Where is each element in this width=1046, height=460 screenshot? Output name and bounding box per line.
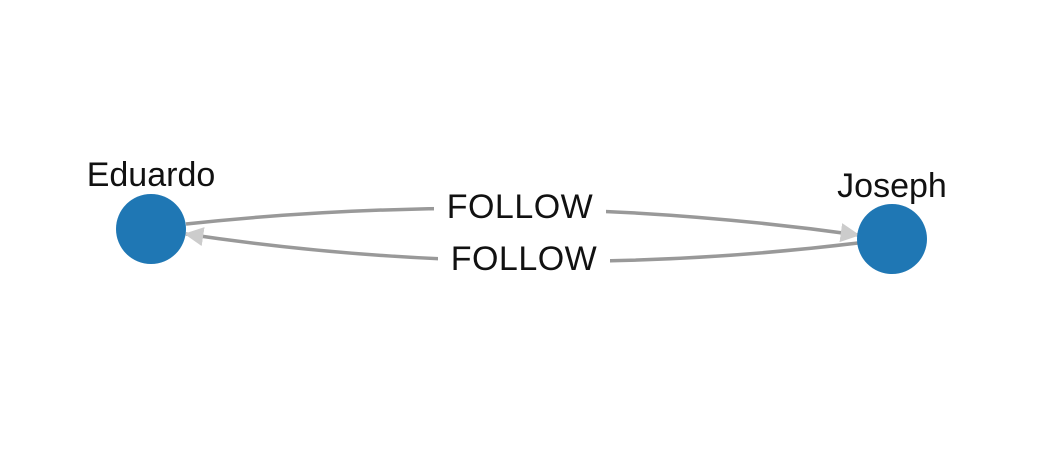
node-joseph[interactable]: Joseph [837,167,947,274]
edge-joseph-to-eduardo[interactable]: FOLLOW [184,227,859,278]
edge-eduardo-to-joseph[interactable]: FOLLOW [185,186,860,243]
edge-label: FOLLOW [447,188,594,226]
node-circle[interactable] [116,194,186,264]
node-eduardo[interactable]: Eduardo [87,156,216,264]
edge-label-background [434,186,606,226]
node-circle[interactable] [857,204,927,274]
edge-label: FOLLOW [451,240,598,278]
edge-label-background [438,238,610,278]
node-label: Joseph [837,167,947,205]
node-label: Eduardo [87,156,216,194]
